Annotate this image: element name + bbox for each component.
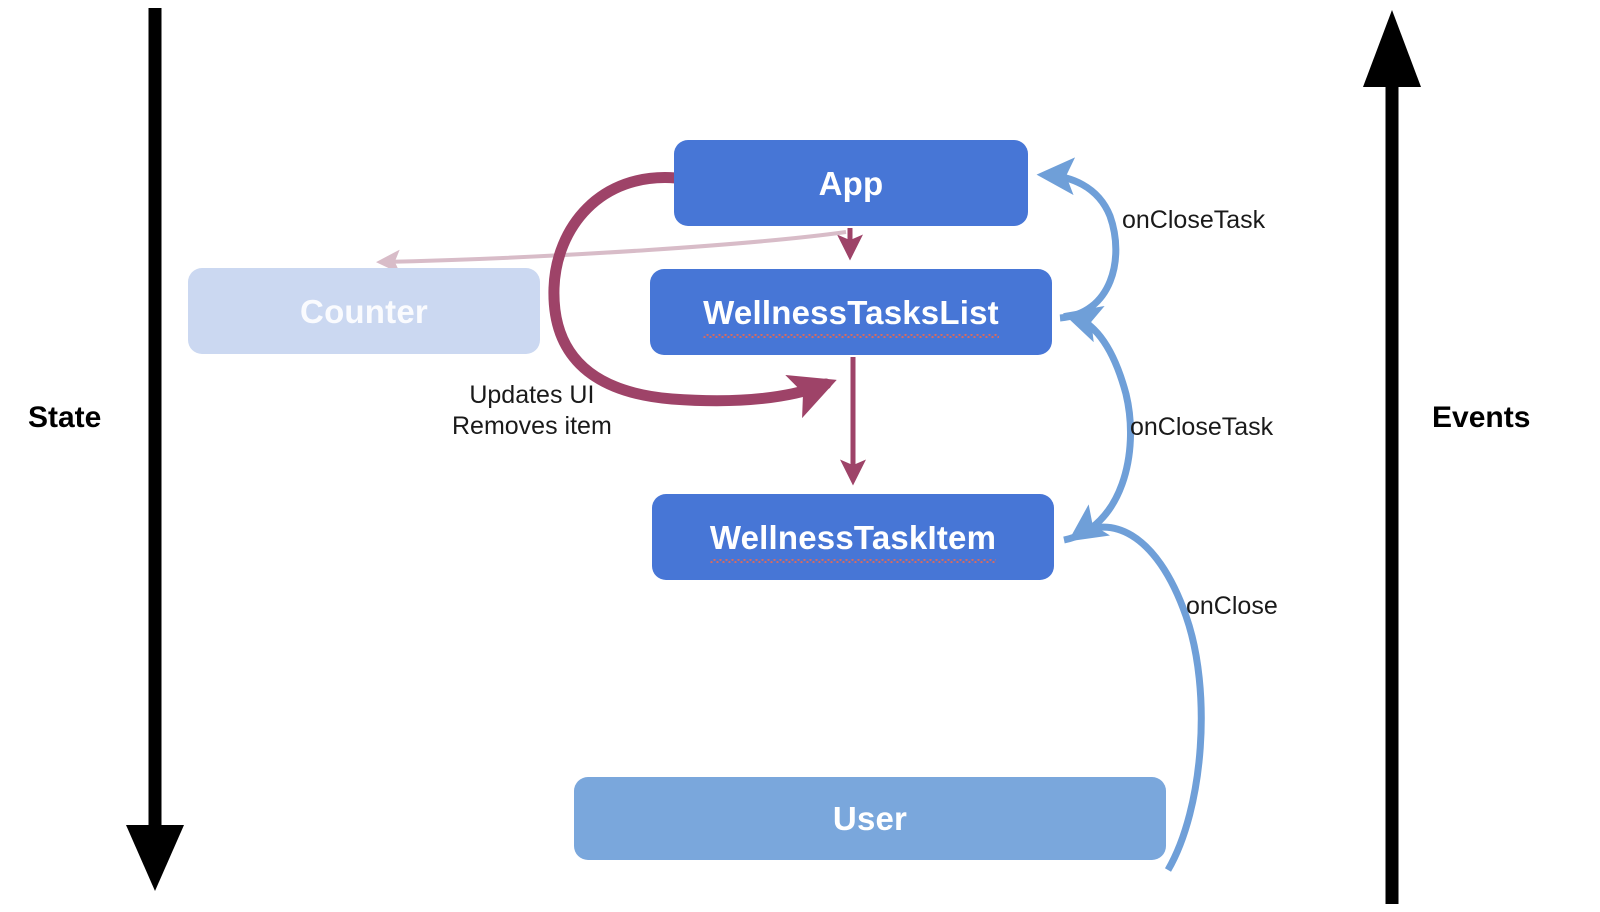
state-axis-arrow xyxy=(126,8,184,891)
state-axis-label: State xyxy=(28,401,102,434)
edge-label-onclose: onClose xyxy=(1186,592,1278,620)
node-wellness-tasks-list-label: WellnessTasksList xyxy=(703,293,999,338)
node-wellness-tasks-list[interactable]: WellnessTasksList xyxy=(650,269,1052,355)
edge-label-onclosetask-mid: onCloseTask xyxy=(1130,413,1274,441)
node-app[interactable]: App xyxy=(674,140,1028,226)
node-user[interactable]: User xyxy=(574,777,1166,860)
node-wellness-task-item[interactable]: WellnessTaskItem xyxy=(652,494,1054,580)
edge-label-updates-ui: Updates UI Removes item xyxy=(452,380,612,441)
node-user-label: User xyxy=(832,800,908,837)
edge-label-updates-ui-line1: Updates UI xyxy=(469,381,595,409)
events-axis-arrow xyxy=(1363,10,1421,904)
node-counter-label: Counter xyxy=(300,292,428,330)
edge-label-updates-ui-line2: Removes item xyxy=(452,411,612,440)
edge-label-onclosetask-top: onCloseTask xyxy=(1122,206,1266,234)
edge-item-to-list xyxy=(1062,306,1134,544)
edge-app-to-counter xyxy=(376,230,847,274)
node-app-label: App xyxy=(818,164,884,202)
node-counter[interactable]: Counter xyxy=(188,268,540,354)
events-axis-label: Events xyxy=(1432,401,1531,434)
node-wellness-task-item-label: WellnessTaskItem xyxy=(709,518,997,563)
edge-list-to-app xyxy=(1036,157,1120,322)
